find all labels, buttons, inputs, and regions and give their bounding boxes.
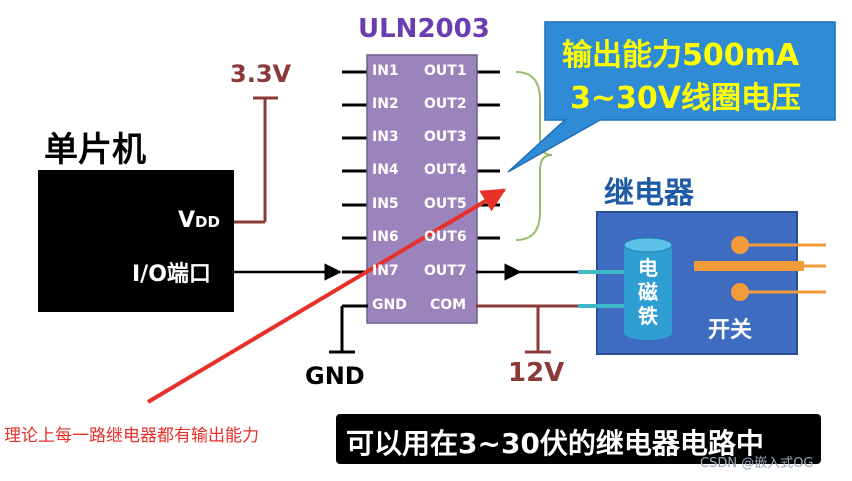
coil-cylinder — [623, 237, 673, 340]
pin-label-in6: IN6 — [372, 229, 399, 245]
output-brace — [515, 71, 553, 241]
pin-label-in3: IN3 — [372, 129, 399, 145]
pin-label-out4: OUT4 — [424, 162, 467, 178]
uln2003-chip — [366, 54, 478, 324]
coil-label: 电 磁 铁 — [637, 256, 659, 328]
annotation-text: 理论上每一路继电器都有输出能力 — [4, 426, 259, 446]
pin-label-in5: IN5 — [372, 196, 399, 212]
subtitle-box — [336, 414, 821, 464]
pin-label-in1: IN1 — [372, 63, 399, 79]
annotation-arrow — [146, 188, 507, 404]
vdd-label-main: V — [178, 208, 196, 233]
pin-label-in4: IN4 — [372, 162, 399, 178]
pin-label-in7: IN7 — [372, 263, 399, 279]
chip-title: ULN2003 — [358, 14, 490, 44]
coil-char-3: 铁 — [638, 304, 658, 328]
mcu-title: 单片机 — [44, 130, 146, 170]
pin-label-out3: OUT3 — [424, 129, 467, 145]
pin-label-out7: OUT7 — [424, 263, 467, 279]
relay-title: 继电器 — [604, 176, 694, 211]
subtitle-text: 可以用在3~30伏的继电器电路中 — [346, 427, 764, 460]
pin-label-out1: OUT1 — [424, 63, 467, 79]
pin-label-out2: OUT2 — [424, 96, 467, 112]
pin-label-com: COM — [430, 297, 467, 313]
callout-line1: 输出能力500mA — [562, 38, 800, 73]
pin-label-in2: IN2 — [372, 96, 399, 112]
callout-line2: 3~30V线圈电压 — [570, 81, 801, 116]
vdd-label: VDD — [178, 208, 220, 233]
vdd-label-sub: DD — [195, 213, 220, 231]
gnd-wire — [329, 304, 368, 354]
coil-char-1: 电 — [638, 256, 658, 280]
coil-char-2: 磁 — [638, 280, 658, 304]
mcu-block — [38, 170, 234, 312]
pin-label-out6: OUT6 — [424, 229, 467, 245]
supply-3v3-label: 3.3V — [230, 60, 292, 88]
switch-contacts — [694, 236, 826, 301]
supply-12v-label: 12V — [508, 358, 565, 388]
watermark: CSDN @嵌入式OG — [700, 456, 814, 471]
pin-label-gnd: GND — [372, 297, 407, 313]
pin-label-out5: OUT5 — [424, 196, 467, 212]
callout-bubble — [507, 21, 836, 173]
io-port-label: I/O端口 — [132, 262, 211, 287]
gnd-label: GND — [305, 362, 365, 390]
supply-3v3-wire — [234, 96, 278, 224]
switch-label: 开关 — [708, 318, 753, 343]
com-12v-wire — [476, 304, 580, 354]
